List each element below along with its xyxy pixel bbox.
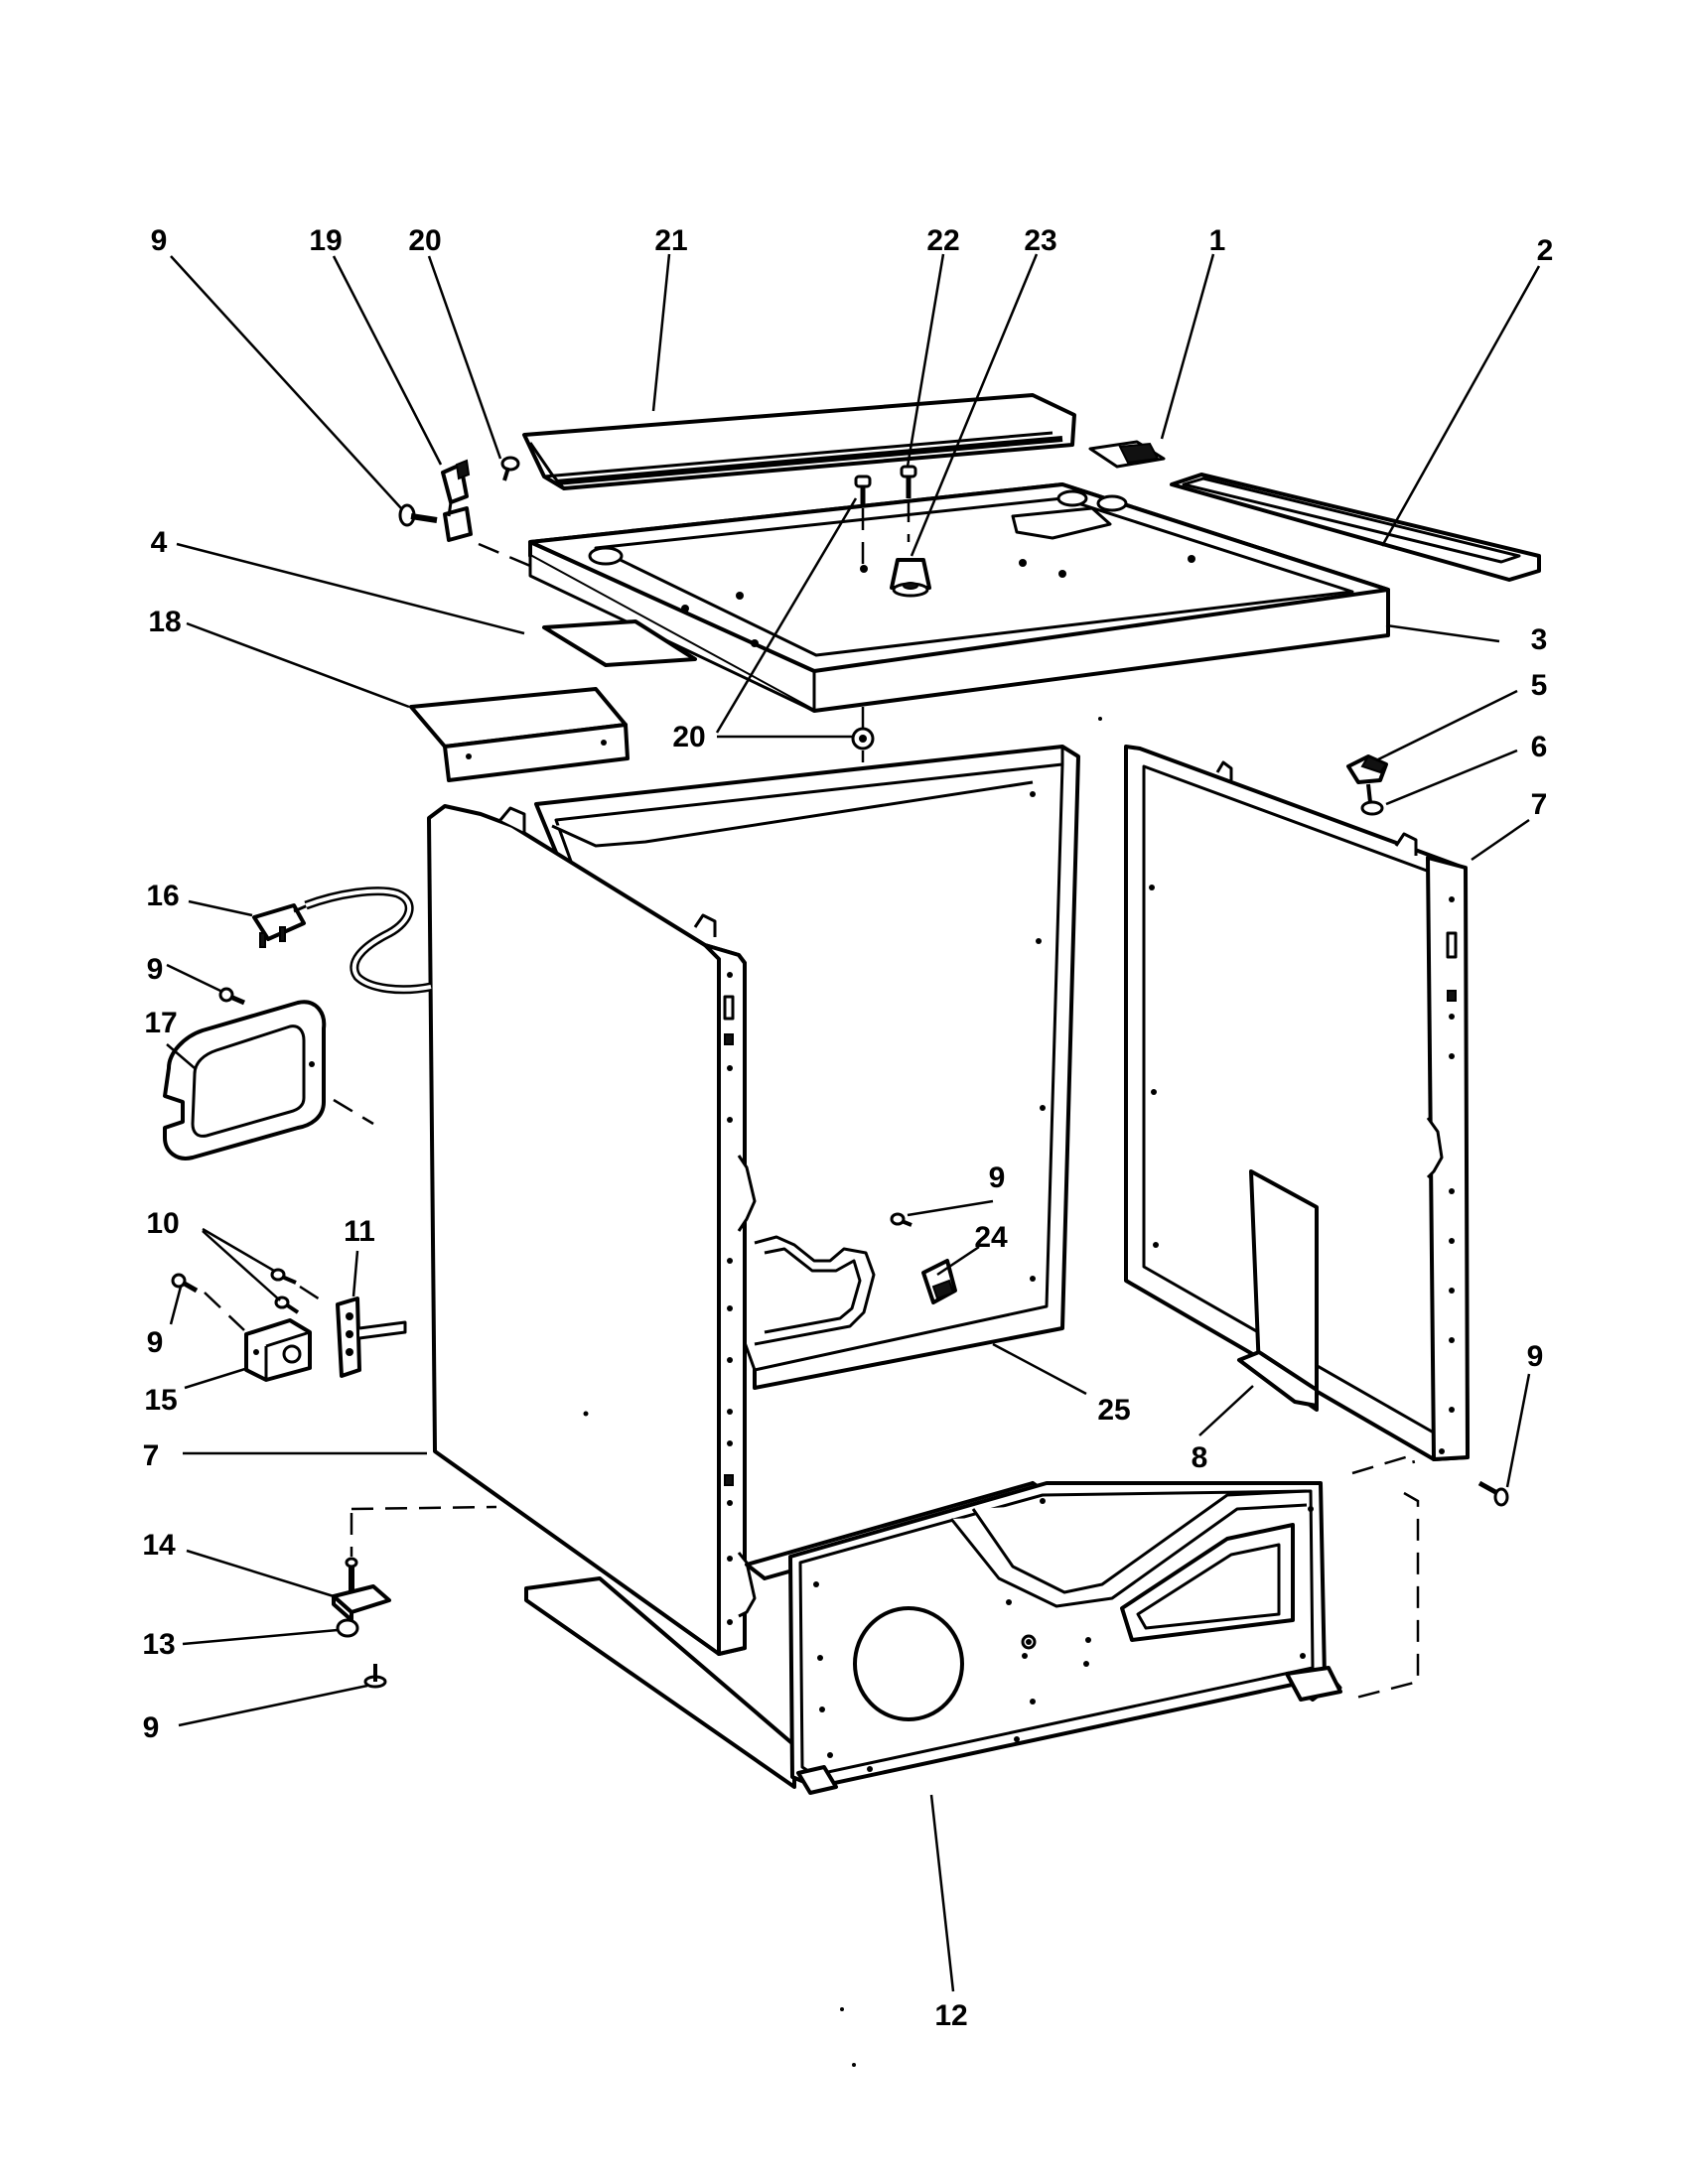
callout-7-right: 7 bbox=[1531, 788, 1548, 821]
grommet-assembly-line bbox=[333, 1098, 374, 1126]
screw-9-grommet bbox=[218, 987, 245, 1006]
part-4-flap bbox=[542, 619, 697, 667]
callout-24: 24 bbox=[974, 1221, 1008, 1254]
callout-9-rear: 9 bbox=[989, 1161, 1006, 1194]
screw-10-line bbox=[299, 1285, 329, 1306]
callout-3: 3 bbox=[1531, 623, 1548, 656]
screw-20-top bbox=[500, 456, 520, 481]
part-11-terminal-block bbox=[336, 1297, 407, 1378]
part-19-hinge-bracket bbox=[441, 459, 473, 542]
washer-20-under-lid bbox=[851, 707, 875, 762]
callout-18: 18 bbox=[148, 606, 181, 638]
screw-10-upper bbox=[270, 1268, 297, 1285]
callout-11: 11 bbox=[344, 1215, 375, 1248]
callout-14: 14 bbox=[142, 1529, 176, 1562]
part-21-backsplash bbox=[522, 393, 1076, 490]
part-14-leveling-leg bbox=[332, 1513, 391, 1622]
callout-22: 22 bbox=[926, 224, 959, 257]
assembly-line-right-top bbox=[1351, 1453, 1416, 1475]
callout-5: 5 bbox=[1531, 669, 1548, 702]
screw-22-lid bbox=[900, 465, 917, 542]
callout-8: 8 bbox=[1192, 1441, 1208, 1474]
part-13-foot bbox=[336, 1618, 359, 1638]
screw-9-rear bbox=[890, 1212, 912, 1227]
callout-9-right: 9 bbox=[1527, 1340, 1544, 1373]
callout-20-lower: 20 bbox=[672, 721, 705, 753]
callout-16: 16 bbox=[146, 880, 179, 912]
callout-9-cord: 9 bbox=[147, 953, 164, 986]
callout-23: 23 bbox=[1024, 224, 1056, 257]
part-5-clip bbox=[1346, 754, 1388, 784]
part-6-washer bbox=[1360, 783, 1384, 816]
part-8-baffle bbox=[1237, 1169, 1319, 1412]
callout-9-clamp: 9 bbox=[147, 1326, 164, 1359]
leader-lines bbox=[166, 253, 1541, 1992]
part-17-grommet-frame bbox=[163, 1000, 327, 1160]
callout-15: 15 bbox=[144, 1384, 177, 1417]
callout-1: 1 bbox=[1209, 224, 1226, 257]
callout-10: 10 bbox=[146, 1207, 179, 1240]
callout-20: 20 bbox=[408, 224, 441, 257]
callout-21: 21 bbox=[654, 224, 687, 257]
callout-17: 17 bbox=[144, 1007, 177, 1039]
part-3-top-lid bbox=[528, 482, 1390, 713]
screw-20-lid bbox=[854, 475, 872, 574]
assembly-line-left-foot bbox=[351, 1505, 497, 1511]
screw-9-clamp bbox=[171, 1273, 199, 1294]
part-7-left-side-panel bbox=[427, 804, 757, 1656]
speck-dot bbox=[1098, 717, 1102, 721]
part-24-clip bbox=[921, 1259, 957, 1304]
speck-dot bbox=[840, 2007, 844, 2011]
clamp-line bbox=[204, 1292, 245, 1331]
part-15-clamp bbox=[244, 1318, 312, 1382]
part-2-rear-channel bbox=[1170, 473, 1541, 582]
screw-9-foot bbox=[363, 1664, 387, 1689]
screw-9-right bbox=[1477, 1480, 1509, 1507]
part-16-power-cord bbox=[252, 887, 432, 995]
callout-12: 12 bbox=[934, 1999, 967, 2032]
screw-9-top bbox=[398, 503, 438, 527]
callout-9-foot: 9 bbox=[143, 1711, 160, 1744]
part-18-angle-bracket bbox=[409, 687, 630, 782]
part-23-bumper bbox=[890, 558, 931, 598]
part-25-rear-panel bbox=[534, 745, 1080, 1390]
part-1-bracket bbox=[1088, 440, 1166, 469]
part-7-right-side-panel bbox=[1124, 745, 1470, 1461]
callout-13: 13 bbox=[142, 1628, 175, 1661]
callout-7-left: 7 bbox=[143, 1439, 160, 1472]
callout-25: 25 bbox=[1097, 1394, 1130, 1427]
callout-9: 9 bbox=[151, 224, 168, 257]
callout-19: 19 bbox=[309, 224, 342, 257]
assembly-line-hinge bbox=[478, 542, 531, 568]
callout-2: 2 bbox=[1537, 234, 1554, 267]
speck-dot bbox=[852, 2063, 856, 2067]
callout-6: 6 bbox=[1531, 731, 1548, 763]
assembly-line-right bbox=[1347, 1491, 1420, 1702]
screw-10-lower bbox=[274, 1296, 300, 1314]
callout-labels: 9 19 20 21 22 23 1 2 4 3 18 20 5 6 7 16 … bbox=[142, 224, 1553, 2032]
part-12-base bbox=[524, 1481, 1342, 1795]
callout-4: 4 bbox=[151, 526, 168, 559]
